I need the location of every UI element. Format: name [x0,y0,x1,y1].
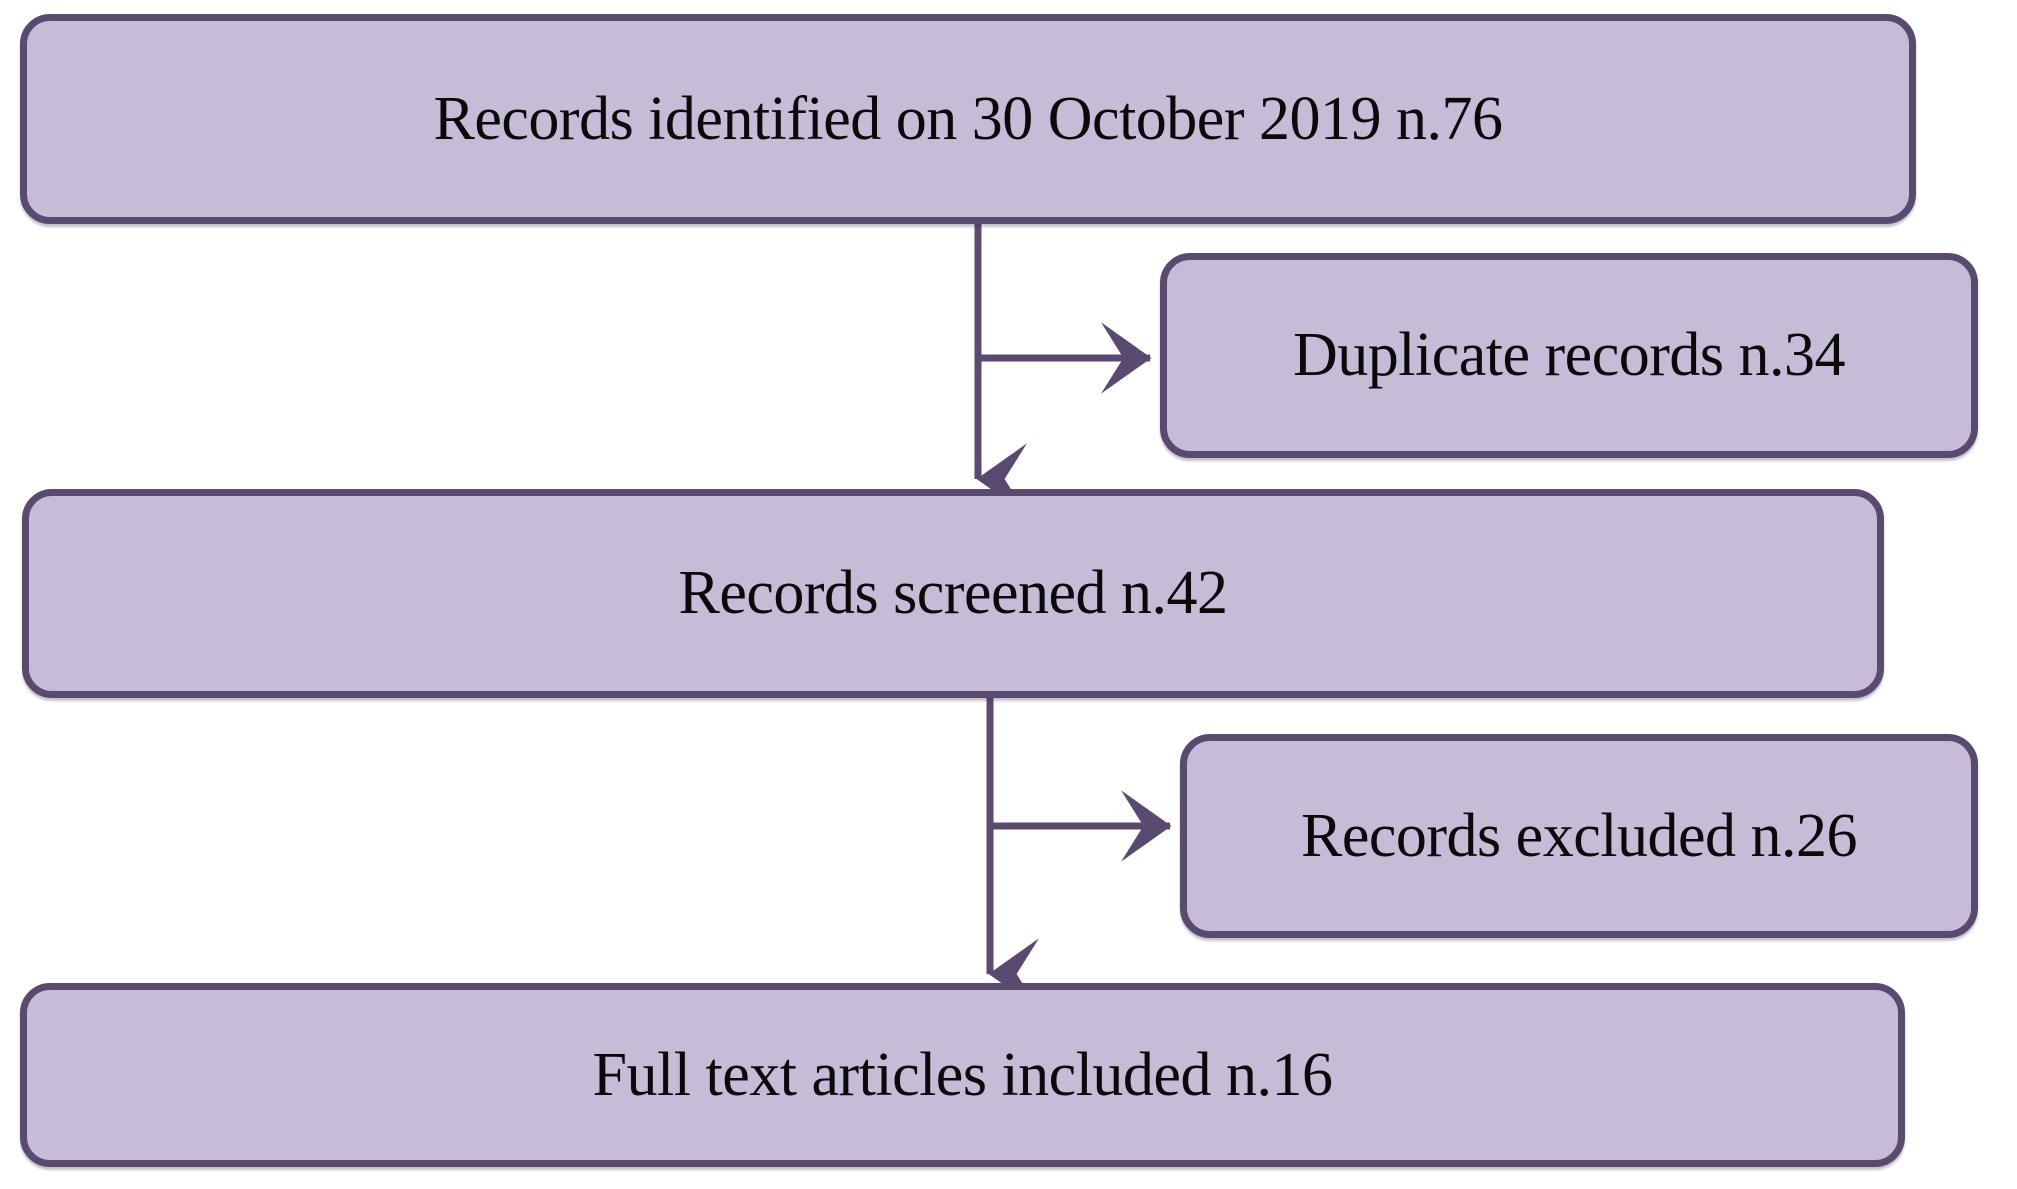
node-records-screened-label: Records screened n.42 [678,559,1228,628]
node-full-text-articles-included[interactable]: Full text articles included n.16 [20,983,1905,1167]
node-records-screened[interactable]: Records screened n.42 [22,489,1884,698]
node-records-identified-label: Records identified on 30 October 2019 n.… [433,84,1503,153]
node-records-excluded-label: Records excluded n.26 [1301,801,1857,870]
node-records-identified[interactable]: Records identified on 30 October 2019 n.… [20,14,1916,224]
node-duplicate-records[interactable]: Duplicate records n.34 [1160,253,1978,458]
node-records-excluded[interactable]: Records excluded n.26 [1180,734,1978,938]
node-duplicate-records-label: Duplicate records n.34 [1293,321,1845,390]
node-full-text-articles-included-label: Full text articles included n.16 [592,1040,1333,1109]
